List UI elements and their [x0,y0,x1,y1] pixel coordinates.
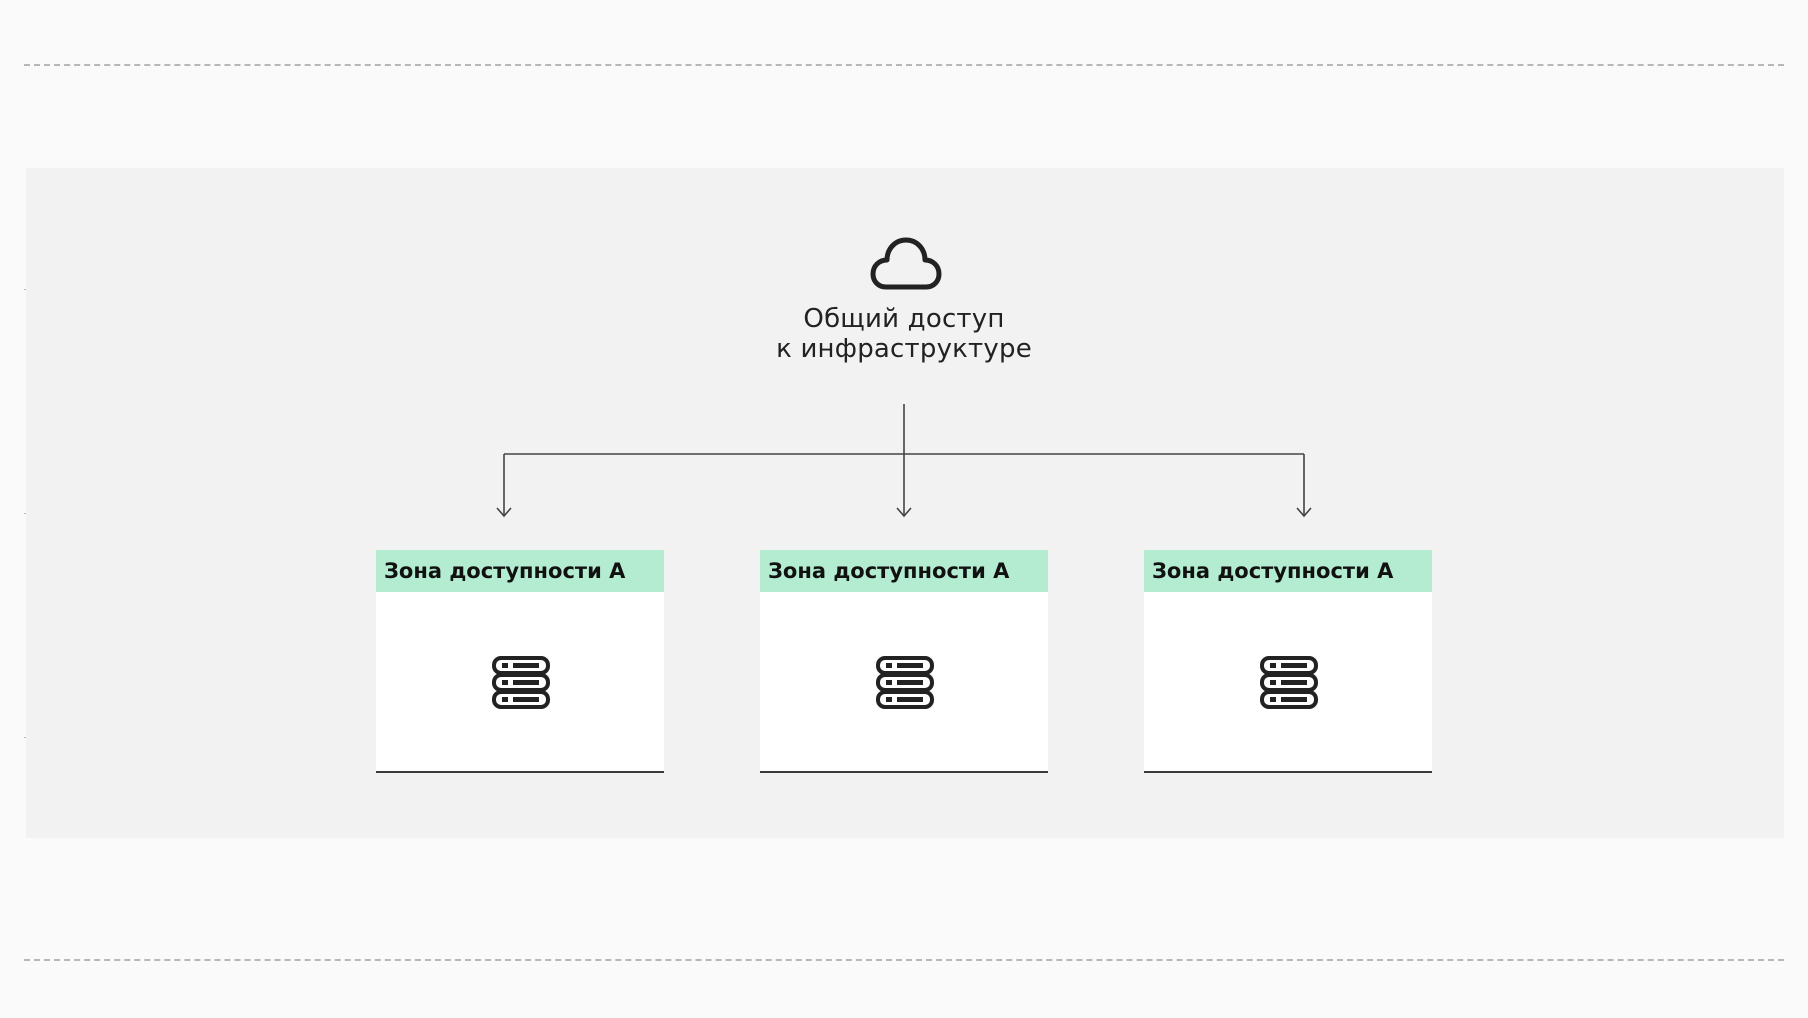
server-icon [492,656,550,709]
availability-zone-card: Зона доступности А [760,550,1048,773]
cloud-icon [870,237,942,290]
zone-header: Зона доступности А [376,550,664,592]
edge-tick [24,737,27,738]
zone-header: Зона доступности А [760,550,1048,592]
edge-tick [24,513,27,514]
server-icon [876,656,934,709]
edge-tick [24,289,27,290]
hub-label-line-1: Общий доступ [803,304,1005,334]
zone-header: Зона доступности А [1144,550,1432,592]
hub-label: Общий доступ к инфраструктуре [704,304,1104,364]
bottom-dashed-divider [24,959,1784,961]
server-icon [1260,656,1318,709]
hub-label-line-2: к инфраструктуре [776,334,1032,364]
availability-zone-card: Зона доступности А [1144,550,1432,773]
availability-zone-card: Зона доступности А [376,550,664,773]
top-dashed-divider [24,64,1784,66]
